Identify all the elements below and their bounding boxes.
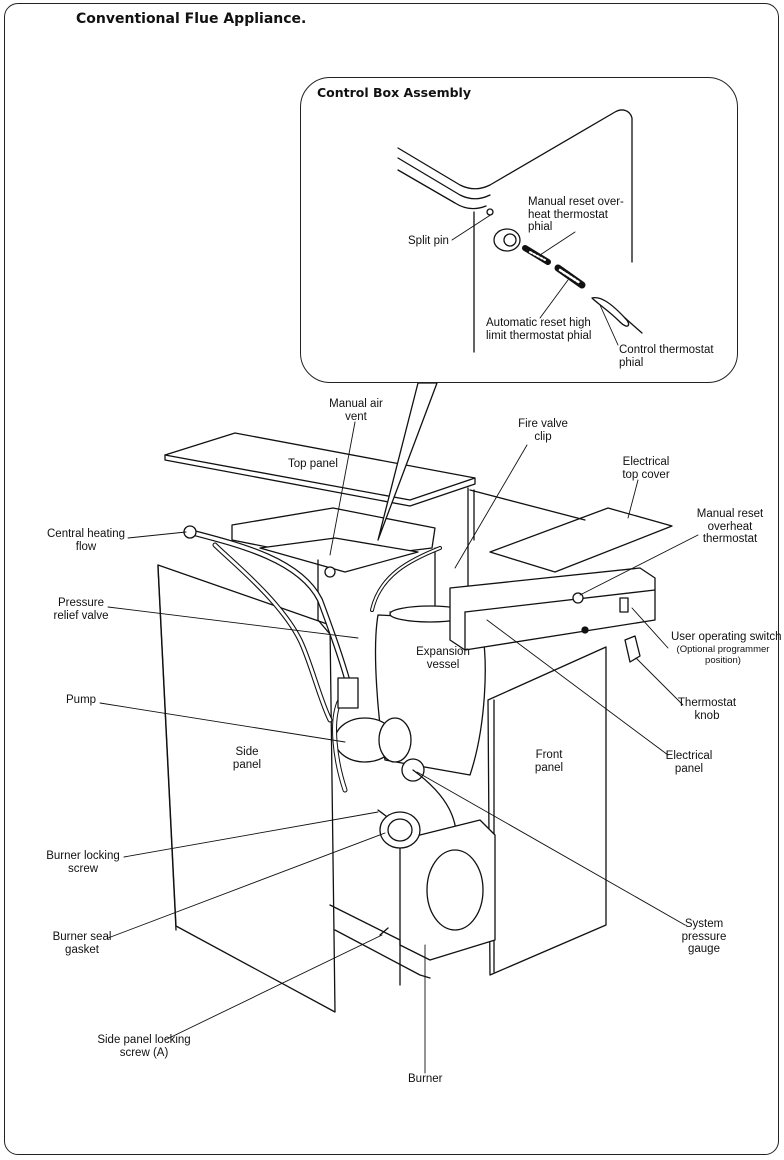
label-optional-programmer: (Optional programmer position): [676, 644, 770, 666]
label-manual-reset-overheat-thermostat: Manual reset overheat thermostat: [696, 508, 764, 545]
label-top-panel: Top panel: [288, 458, 338, 470]
control-box-inset: [300, 77, 738, 383]
label-central-heating-flow: Central heating flow: [47, 528, 125, 553]
label-electrical-top-cover: Electrical top cover: [622, 456, 670, 481]
label-user-operating-switch: User operating switch: [671, 631, 782, 643]
label-expansion-vessel: Expansion vessel: [416, 646, 470, 671]
label-front-panel: Front panel: [534, 749, 564, 774]
page-border: [4, 3, 779, 1155]
label-manual-reset-phial: Manual reset over- heat thermostat phial: [528, 196, 624, 233]
burner-seal-gasket-shape: [379, 811, 421, 849]
label-manual-air-vent: Manual air vent: [329, 398, 383, 423]
label-thermostat-knob: Thermostat knob: [677, 697, 737, 722]
label-burner: Burner: [408, 1073, 443, 1085]
label-control-thermostat-phial: Control thermostat phial: [619, 344, 714, 369]
label-split-pin: Split pin: [408, 235, 449, 247]
label-electrical-panel: Electrical panel: [665, 750, 713, 775]
electrical-top-cover-shape: [489, 507, 673, 573]
label-fire-valve-clip: Fire valve clip: [518, 418, 568, 443]
label-auto-reset-phial: Automatic reset high limit thermostat ph…: [486, 317, 592, 342]
label-side-panel-locking-screw: Side panel locking screw (A): [97, 1034, 191, 1059]
label-pump: Pump: [66, 694, 97, 706]
thermostat-knob-shape: [624, 635, 641, 663]
control-box-shape: [449, 567, 656, 651]
label-system-pressure-gauge: System pressure gauge: [681, 918, 727, 955]
label-burner-locking-screw: Burner locking screw: [46, 850, 120, 875]
label-burner-seal-gasket: Burner seal gasket: [52, 931, 112, 956]
label-pressure-relief-valve: Pressure relief valve: [53, 597, 109, 622]
label-side-panel: Side panel: [232, 746, 262, 771]
inset-title: Control Box Assembly: [317, 85, 471, 100]
page-title: Conventional Flue Appliance.: [76, 11, 307, 27]
